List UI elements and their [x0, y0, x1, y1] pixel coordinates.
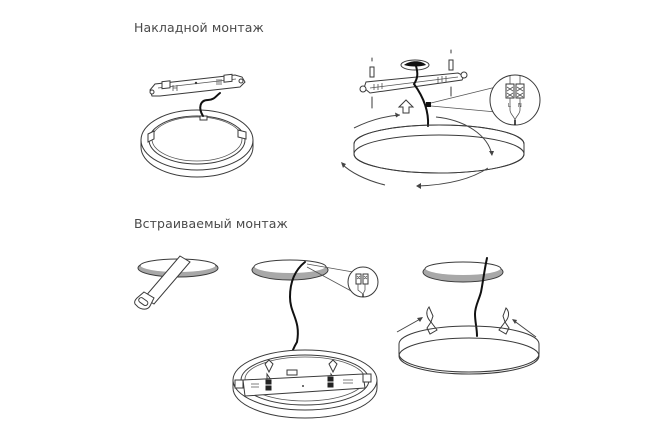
terminal-label-l: L: [508, 103, 511, 109]
figure-recessed-step1: [134, 255, 219, 310]
ceiling-cutout: [251, 259, 329, 281]
terminal-block-detail: [347, 266, 379, 298]
section-title-surface-mount: Накладной монтаж: [134, 20, 264, 35]
terminal-block-detail: L N: [489, 74, 541, 126]
cable-connector: [426, 102, 431, 107]
figure-surface-step1: [140, 73, 254, 178]
push-arrows: [396, 317, 537, 338]
mounting-bracket-icon: [149, 73, 246, 97]
ceiling-cutout: [422, 261, 504, 283]
figure-recessed-step2: [232, 259, 379, 419]
mains-cable: [412, 65, 430, 127]
lamp-frame-ring: [140, 109, 254, 178]
mains-cable: [473, 257, 488, 337]
spring-clip-icon: [264, 359, 274, 383]
figure-recessed-step3: [396, 257, 540, 375]
measuring-tape-icon: [134, 255, 191, 310]
rotate-arrows: [341, 112, 494, 189]
lamp-panel: [353, 124, 525, 174]
arrow-up-icon: [397, 99, 415, 114]
spring-clip-icon: [498, 307, 510, 335]
spring-clip-icon: [426, 306, 438, 335]
section-title-recessed-mount: Встраиваемый монтаж: [134, 216, 288, 231]
lamp-panel: [398, 325, 540, 375]
connector-cable: [199, 92, 221, 117]
figure-surface-step2: L N: [341, 49, 541, 189]
cable-connector: [286, 369, 298, 376]
screw-icon: [369, 49, 454, 109]
led-driver: [234, 373, 372, 397]
